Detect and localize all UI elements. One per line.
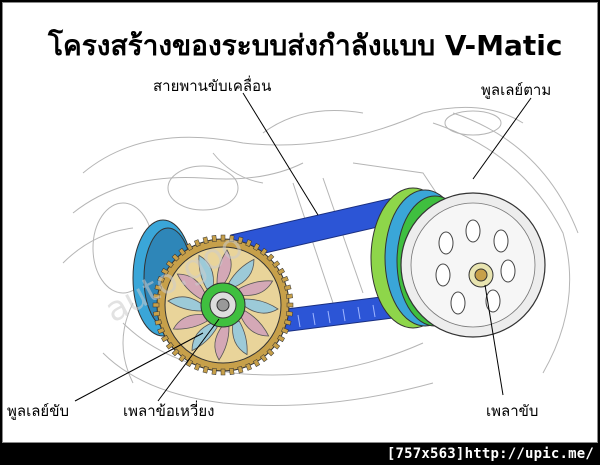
image-size-text: [757x563]	[386, 446, 465, 462]
v-matic-diagram: โครงสร้างของระบบส่งกำลังแบบ V-Matic	[7, 28, 579, 420]
gear-tooth	[165, 260, 174, 268]
gear-tooth	[202, 236, 209, 245]
fan-blade	[238, 280, 274, 296]
gear-tooth	[178, 354, 186, 363]
gear-tooth	[152, 302, 160, 308]
fan-blade	[216, 249, 232, 286]
gear-tooth	[229, 235, 235, 243]
gear-tooth	[252, 359, 261, 367]
gear-tooth	[211, 367, 217, 375]
fan-blade	[214, 324, 230, 361]
gear-tooth	[202, 365, 209, 374]
label-drive-pulley: พูลเลย์ขับ	[7, 402, 69, 420]
engine-outline-sketch	[62, 106, 579, 406]
gear-tooth	[220, 234, 226, 242]
gear-tooth	[266, 348, 275, 357]
fan-blade	[239, 310, 270, 337]
gear-tooth	[153, 311, 161, 317]
gear-tooth	[161, 267, 169, 276]
gear-tooth	[194, 239, 201, 247]
gear-tooth	[237, 365, 244, 374]
gear-tooth	[154, 284, 163, 291]
ring-gear-teeth	[152, 234, 294, 376]
drive-shaft-icon	[474, 268, 488, 282]
gear-tooth	[194, 363, 201, 371]
gear-tooth	[245, 239, 252, 247]
fan-blade	[172, 314, 208, 330]
driven-pulley-icon	[370, 187, 546, 338]
fan-blade	[228, 258, 255, 289]
gear-tooth	[260, 247, 268, 256]
fan-blade	[167, 296, 204, 312]
gear-tooth	[157, 276, 165, 283]
fan-blades	[167, 249, 279, 361]
gear-tooth	[171, 348, 180, 357]
label-drive-shaft: เพลาขับ	[486, 402, 538, 420]
gear-tooth	[245, 363, 252, 371]
gear-tooth	[283, 284, 292, 291]
label-crankshaft: เพลาข้อเหวี่ยง	[123, 400, 214, 420]
source-url-link[interactable]: http://upic.me/	[464, 446, 594, 462]
gear-tooth	[286, 302, 294, 308]
gear-tooth	[283, 319, 292, 326]
gear-tooth	[281, 327, 289, 334]
gear-tooth	[211, 235, 217, 243]
gear-tooth	[260, 354, 268, 363]
gear-tooth	[154, 319, 163, 326]
gear-tooth	[157, 327, 165, 334]
gear-tooth	[229, 367, 235, 375]
gear-tooth	[153, 293, 161, 299]
leader-lines	[74, 92, 532, 402]
gear-tooth	[171, 253, 180, 262]
gear-tooth	[185, 359, 194, 367]
gear-tooth	[165, 342, 174, 350]
crankshaft-icon	[216, 298, 230, 312]
fan-blade	[242, 298, 279, 314]
gear-tooth	[185, 243, 194, 251]
gear-tooth	[178, 247, 186, 256]
gear-tooth	[161, 334, 169, 343]
gear-tooth	[272, 342, 281, 350]
diagram-panel: โครงสร้างของระบบส่งกำลังแบบ V-Matic	[2, 2, 598, 443]
gear-tooth	[277, 334, 285, 343]
label-drive-belt: สายพานขับเคลื่อน	[153, 75, 271, 95]
gear-tooth	[220, 368, 226, 376]
gear-tooth	[277, 267, 285, 276]
gear-tooth	[252, 243, 261, 251]
drive-pulley-icon	[132, 219, 294, 376]
gear-tooth	[272, 260, 281, 268]
image-footer: [757x563]http://upic.me/	[387, 446, 594, 462]
gear-tooth	[281, 276, 289, 283]
gear-tooth	[266, 253, 275, 262]
gear-tooth	[237, 236, 244, 245]
fan-blade	[232, 320, 248, 356]
diagram-title: โครงสร้างของระบบส่งกำลังแบบ V-Matic	[47, 28, 562, 62]
fan-blade	[198, 254, 214, 290]
gear-tooth	[285, 293, 293, 299]
fan-blade	[176, 273, 207, 300]
gear-tooth	[285, 311, 293, 317]
label-driven-pulley: พูลเลย์ตาม	[481, 81, 551, 99]
